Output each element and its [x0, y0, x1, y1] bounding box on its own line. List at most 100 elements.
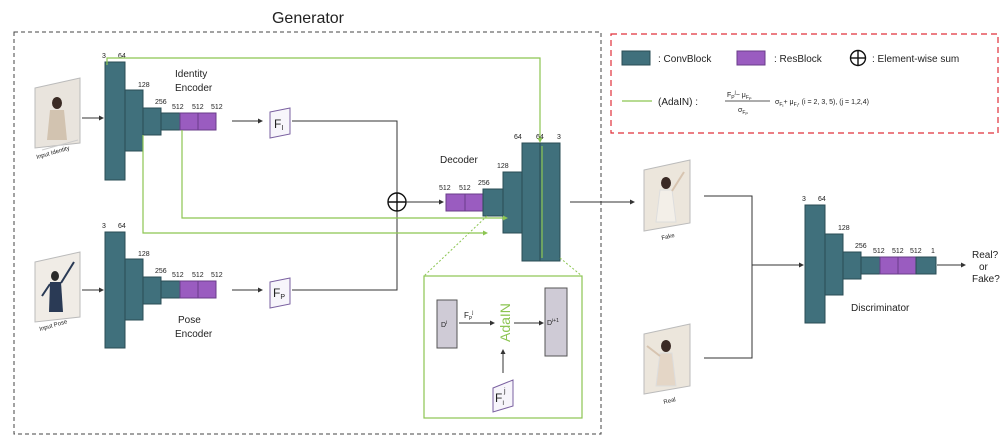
arrow-pose-in-head — [99, 287, 104, 293]
disc-ch-8: 1 — [931, 248, 935, 255]
id-enc-ch-4: 256 — [155, 99, 167, 106]
disc-res-2 — [897, 256, 917, 275]
arrow-decoder-to-fake-head — [630, 199, 635, 205]
legend-resblock-swatch — [736, 50, 766, 66]
dec-conv-3 — [521, 142, 541, 262]
dec-conv-4 — [539, 142, 561, 262]
legend-convblock-swatch — [621, 50, 651, 66]
adain-fi-label: FIj — [495, 388, 506, 407]
legend-convblock-label: : ConvBlock — [658, 54, 712, 65]
generator-title: Generator — [272, 10, 345, 27]
adain-title: AdaIN — [497, 303, 513, 342]
fake-image — [643, 159, 691, 232]
legend-adain-prefix: (AdaIN) : — [658, 97, 698, 108]
identity-feature-box — [269, 107, 291, 139]
dec-ch-7: 3 — [557, 134, 561, 141]
pose-enc-ch-7: 512 — [211, 272, 223, 279]
input-identity-image — [34, 77, 81, 151]
output-real: Real? — [972, 250, 999, 261]
decoder-label: Decoder — [440, 155, 478, 166]
dec-conv-1 — [482, 188, 504, 217]
pose-enc-ch-4: 256 — [155, 268, 167, 275]
generator-frame — [13, 31, 602, 435]
disc-ch-4: 256 — [855, 243, 867, 250]
identity-encoder — [104, 61, 217, 181]
identity-feature-label: FI — [274, 117, 283, 132]
pose-encoder — [104, 231, 217, 349]
arrow-identity-in-head — [99, 115, 104, 121]
discriminator-label: Discriminator — [851, 303, 910, 314]
id-enc-conv-3 — [142, 107, 162, 136]
input-pose-image — [34, 251, 81, 323]
disc-conv-3 — [842, 251, 862, 280]
adain-link-top — [106, 57, 541, 140]
dec-ch-2: 512 — [459, 185, 471, 192]
disc-conv-5 — [915, 256, 937, 275]
pose-enc-conv-2 — [124, 258, 144, 321]
id-enc-conv-1 — [104, 61, 126, 181]
pose-enc-conv-1 — [104, 231, 126, 349]
pose-enc-conv-3 — [142, 276, 162, 305]
discriminator — [804, 204, 937, 324]
zoom-line-right — [559, 257, 583, 277]
disc-conv-4 — [860, 256, 881, 275]
pose-enc-ch-6: 512 — [192, 272, 204, 279]
zoom-line-left — [423, 215, 488, 277]
disc-ch-2: 64 — [818, 196, 826, 203]
pose-feature-box — [269, 277, 291, 309]
arrow-to-fi-head — [258, 118, 263, 124]
pose-enc-ch-1: 3 — [102, 223, 106, 230]
disc-conv-1 — [804, 204, 826, 324]
real-image — [643, 323, 691, 395]
id-enc-res-2 — [197, 112, 217, 131]
legend-resblock-label: : ResBlock — [774, 54, 823, 65]
adain-detail-box — [423, 275, 583, 419]
line-fi-to-sum — [292, 120, 398, 193]
disc-res-1 — [879, 256, 899, 275]
pose-enc-res-2 — [197, 280, 217, 299]
line-fake-to-disc — [704, 195, 753, 265]
adain-arrow-3-head — [500, 349, 506, 354]
disc-ch-5: 512 — [873, 248, 885, 255]
adain-arrow-2-head — [539, 320, 544, 326]
id-enc-ch-7: 512 — [211, 104, 223, 111]
arrow-sum-to-decoder-head — [439, 199, 444, 205]
pose-enc-ch-5: 512 — [172, 272, 184, 279]
pose-enc-res-1 — [179, 280, 199, 299]
id-enc-conv-4 — [160, 112, 181, 131]
adain-fi-box — [492, 379, 514, 413]
dec-res-2 — [464, 193, 484, 212]
pose-enc-ch-2: 64 — [118, 223, 126, 230]
adain-d-out-box — [544, 287, 568, 357]
legend-sum-label: : Element-wise sum — [872, 54, 959, 65]
svg-text:σFI+ μFI, (i = 2, 3, 5), (j =: σFI+ μFI, (i = 2, 3, 5), (j = 1,2,4) — [775, 99, 869, 108]
id-enc-ch-6: 512 — [192, 104, 204, 111]
pose-encoder-label-1: Pose — [178, 315, 201, 326]
fake-caption: Fake — [661, 233, 676, 242]
dec-ch-5: 64 — [514, 134, 522, 141]
dec-conv-2 — [502, 171, 523, 234]
dec-ch-3: 256 — [478, 180, 490, 187]
arrow-disc-out-head — [961, 262, 966, 268]
id-enc-ch-2: 64 — [118, 53, 126, 60]
disc-ch-6: 512 — [892, 248, 904, 255]
dec-ch-1: 512 — [439, 185, 451, 192]
disc-ch-7: 512 — [910, 248, 922, 255]
disc-ch-1: 3 — [802, 196, 806, 203]
real-caption: Real — [663, 397, 676, 406]
disc-ch-3: 128 — [838, 225, 850, 232]
adain-link-mid-head — [503, 215, 508, 221]
id-enc-conv-2 — [124, 89, 144, 152]
dec-ch-4: 128 — [497, 163, 509, 170]
adain-d-in-box — [436, 299, 458, 349]
id-enc-ch-3: 128 — [138, 82, 150, 89]
decoder — [445, 142, 561, 262]
id-enc-ch-1: 3 — [102, 53, 106, 60]
identity-encoder-label-1: Identity — [175, 69, 207, 80]
adain-link-mid — [181, 130, 505, 219]
adain-d-in-label: Di — [441, 320, 447, 329]
adain-arrow-1-head — [490, 320, 495, 326]
input-identity-caption: Input Identity — [36, 146, 71, 161]
pose-encoder-label-2: Encoder — [175, 329, 213, 340]
id-enc-res-1 — [179, 112, 199, 131]
